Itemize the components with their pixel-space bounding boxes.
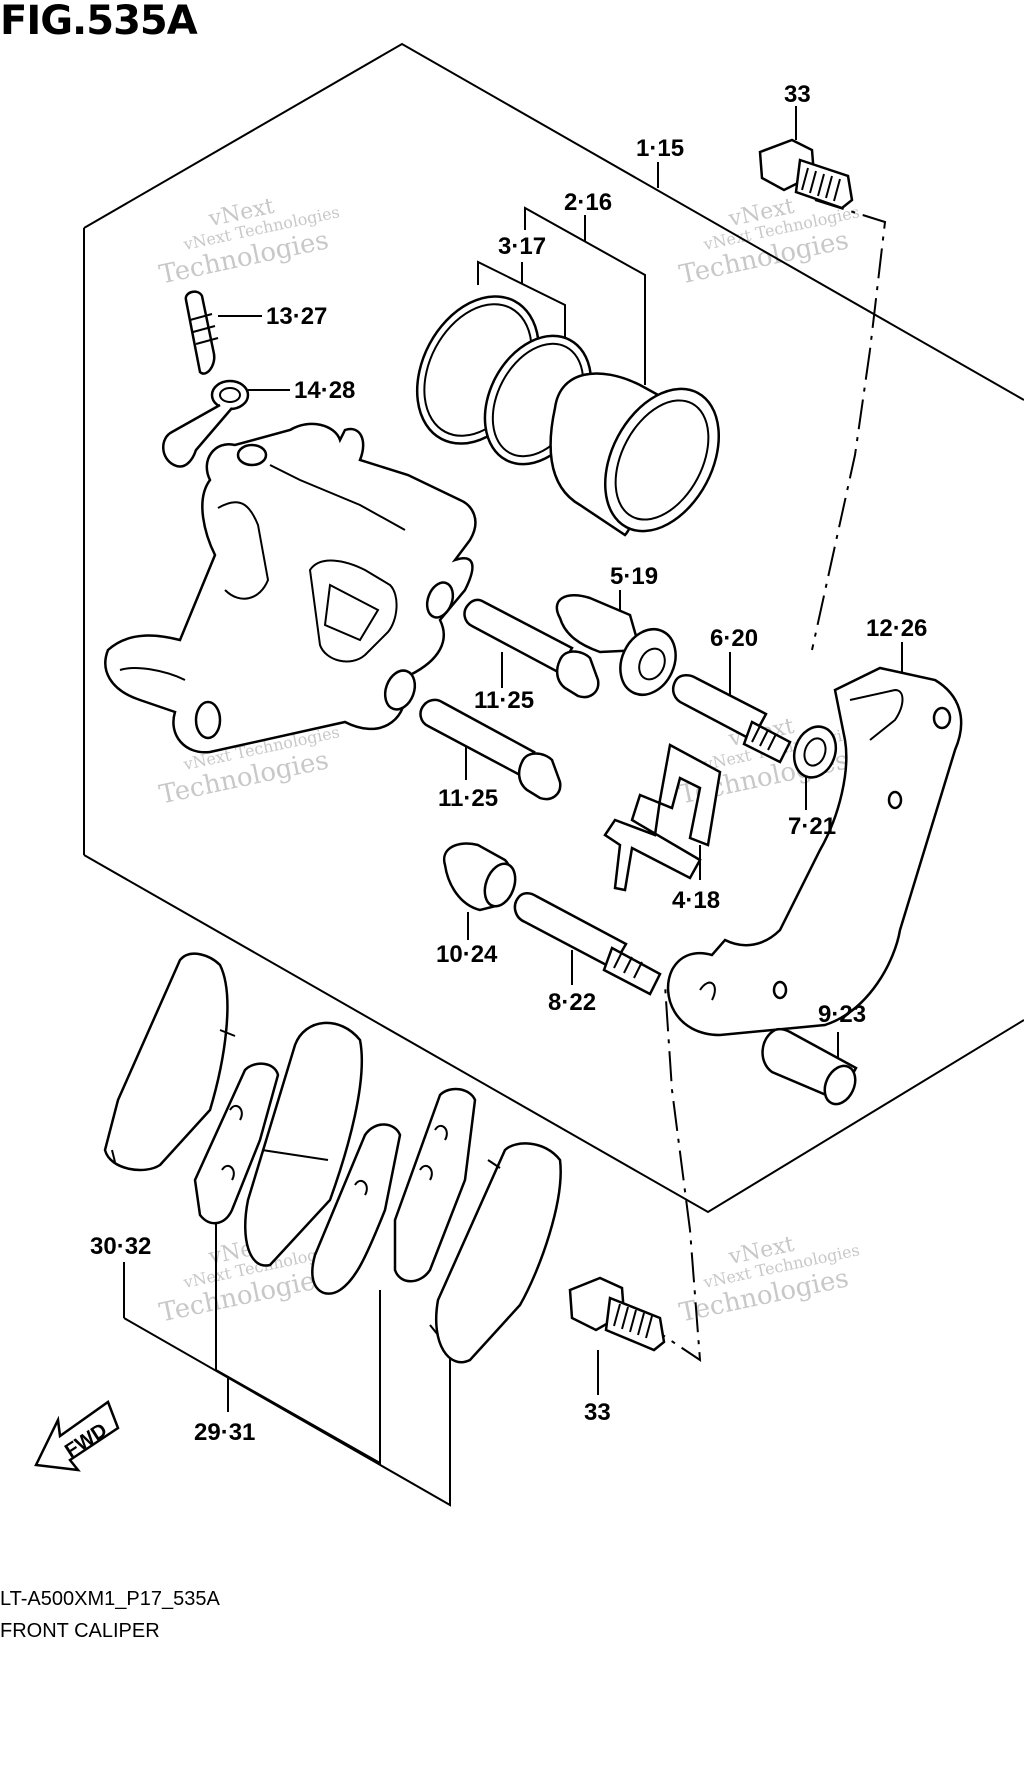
callout-13-27: 13·27 xyxy=(266,303,327,330)
callout-4-18: 4·18 xyxy=(672,887,720,914)
callout-33-bottom: 33 xyxy=(584,1399,611,1426)
forward-direction-arrow: FWD xyxy=(34,1400,120,1472)
callout-12-26: 12·26 xyxy=(866,615,927,642)
slide-pin-11-25-upper xyxy=(463,598,600,699)
pin-bolt-6-20 xyxy=(672,674,792,764)
brake-pad-29-31 xyxy=(244,1021,364,1267)
callout-30-32: 30·32 xyxy=(90,1233,151,1260)
bleeder-valve-13-27 xyxy=(184,290,219,375)
boot-5-19 xyxy=(555,593,677,696)
caliper-body xyxy=(104,422,477,754)
callout-9-23: 9·23 xyxy=(818,1001,866,1028)
parts: FWD xyxy=(34,138,963,1472)
bleeder-cap-14-28 xyxy=(162,379,250,468)
shim-plate xyxy=(193,1062,280,1225)
callout-33-top: 33 xyxy=(784,81,811,108)
bolt-33-bottom xyxy=(568,1276,666,1352)
model-code: LT-A500XM1_P17_535A xyxy=(0,1588,220,1610)
piston-2-16 xyxy=(549,372,721,537)
washer-7-21 xyxy=(792,725,838,779)
figure-title: FIG.535A xyxy=(0,0,198,44)
assembly-outline xyxy=(83,42,1024,1214)
callout-11-25-lower: 11·25 xyxy=(438,785,498,812)
slide-pin-11-25-lower xyxy=(419,698,562,801)
callout-5-19: 5·19 xyxy=(610,563,658,590)
callout-8-22: 8·22 xyxy=(548,989,596,1016)
callout-2-16: 2·16 xyxy=(564,189,612,216)
diagram-caption: FRONT CALIPER xyxy=(0,1620,160,1642)
callout-29-31: 29·31 xyxy=(194,1419,255,1446)
bolt-33-top xyxy=(758,138,854,210)
callout-11-25-upper: 11·25 xyxy=(474,687,534,714)
sleeve-9-23 xyxy=(761,1027,858,1106)
slide-pin-8-22 xyxy=(513,892,662,996)
caliper-bracket-12-26 xyxy=(666,666,963,1037)
brake-pad-outermost xyxy=(429,1142,562,1364)
callout-3-17: 3·17 xyxy=(498,233,546,260)
callout-1-15: 1·15 xyxy=(636,135,684,162)
brake-pad-30-32 xyxy=(103,952,236,1172)
callout-14-28: 14·28 xyxy=(294,377,355,404)
boot-10-24 xyxy=(442,842,517,912)
callout-10-24: 10·24 xyxy=(436,941,498,968)
callout-labels: 33 1·15 2·16 3·17 13·27 14·28 5·19 6·20 … xyxy=(90,81,927,1446)
callout-7-21: 7·21 xyxy=(788,813,836,840)
shim-plate-lower xyxy=(311,1123,402,1295)
pad-spring-4-18 xyxy=(603,743,722,892)
callout-6-20: 6·20 xyxy=(710,625,758,652)
brake-pad-outer xyxy=(393,1087,477,1283)
